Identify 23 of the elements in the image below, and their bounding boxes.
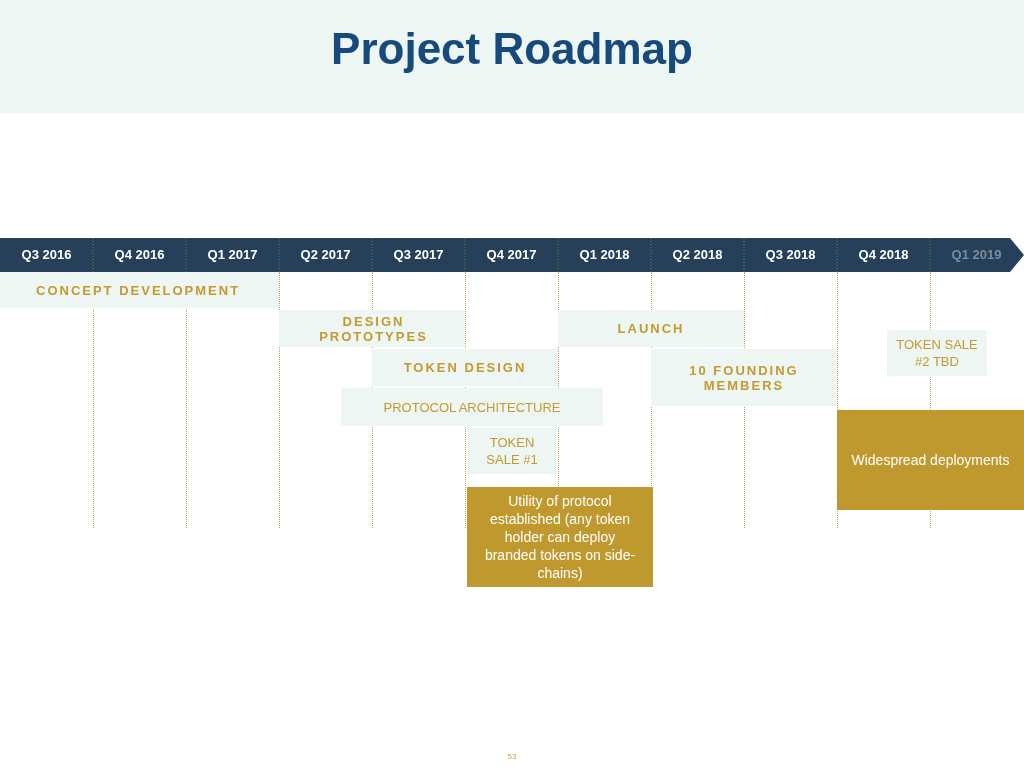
quarter-label: Q1 2019: [950, 247, 1003, 262]
quarter-label: Q3 2017: [392, 247, 445, 262]
quarter-label: Q1 2018: [578, 247, 631, 262]
quarter-label: Q4 2018: [857, 247, 910, 262]
phase-bar: DESIGN PROTOTYPES: [279, 310, 465, 347]
quarter-label: Q4 2017: [485, 247, 538, 262]
phase-bar: TOKEN DESIGN: [372, 349, 558, 386]
milestone-box: Widespread deployments: [837, 410, 1024, 510]
phase-bar: CONCEPT DEVELOPMENT: [0, 272, 279, 308]
phase-bar: TOKEN SALE #2 TBD: [887, 330, 987, 376]
quarter-label: Q2 2018: [671, 247, 724, 262]
quarter-label: Q1 2017: [206, 247, 259, 262]
phase-bar: PROTOCOL ARCHITECTURE: [341, 388, 603, 426]
quarter-label: Q3 2016: [20, 247, 73, 262]
page-number: 53: [506, 752, 518, 761]
phase-bar: 10 FOUNDING MEMBERS: [651, 349, 837, 406]
milestone-box: Utility of protocol established (any token holder can deploy branded tokens on side-chains): [467, 487, 653, 587]
quarter-label: Q2 2017: [299, 247, 352, 262]
quarter-label: Q3 2018: [764, 247, 817, 262]
slide-title: Project Roadmap: [330, 24, 694, 74]
phase-bar: LAUNCH: [558, 310, 744, 347]
quarter-label: Q4 2016: [113, 247, 166, 262]
phase-bar: TOKEN SALE #1: [467, 428, 557, 474]
